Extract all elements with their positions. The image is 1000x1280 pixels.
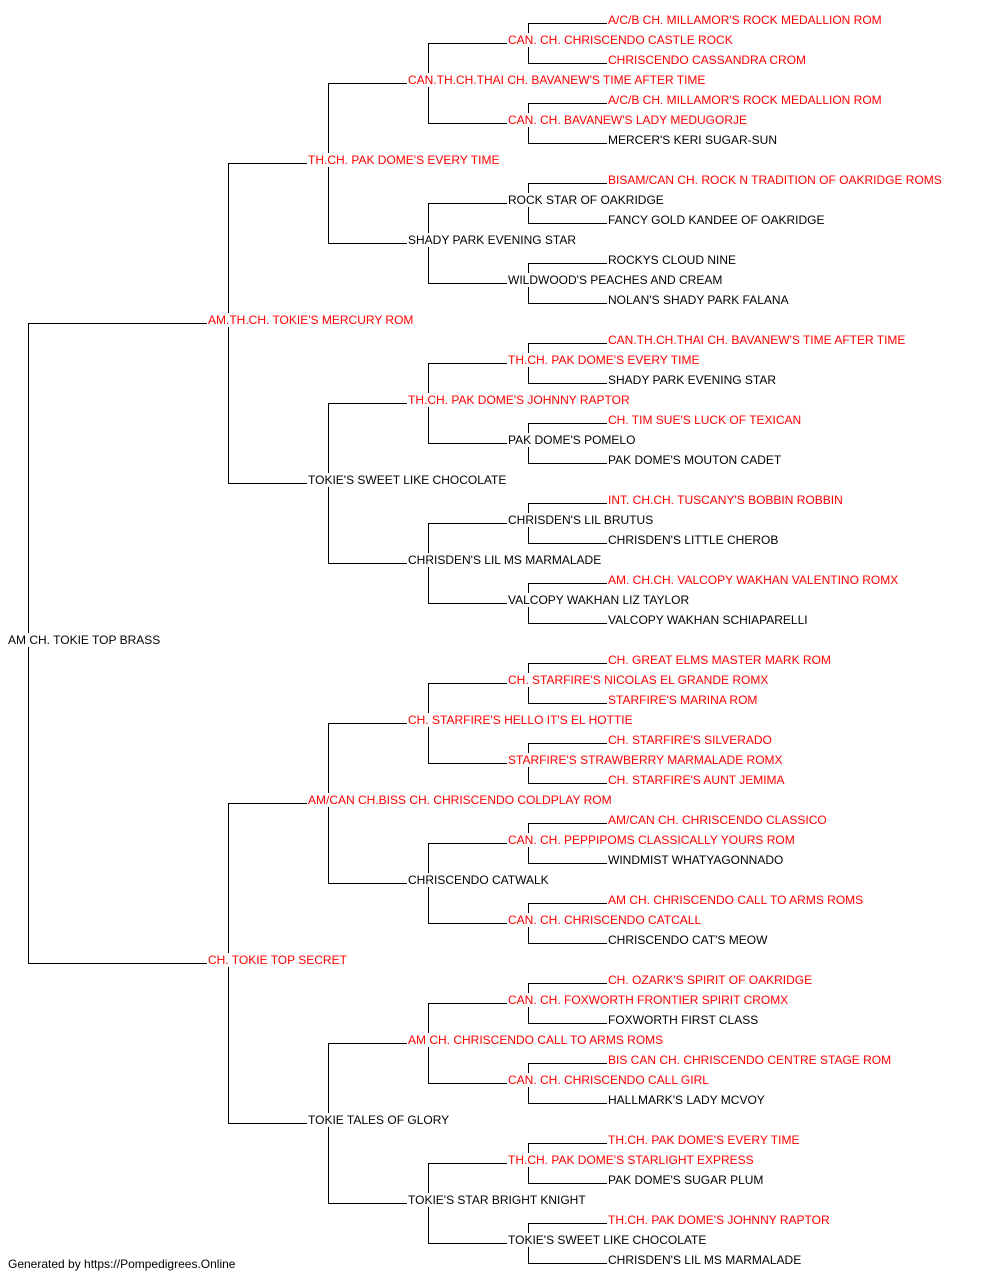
ancestor-name-gen5: BISAM/CAN CH. ROCK N TRADITION OF OAKRID… (607, 173, 943, 187)
ancestor-name-gen5: AM CH. CHRISCENDO CALL TO ARMS ROMS (607, 893, 865, 907)
ancestor-name-gen1: CH. TOKIE TOP SECRET (207, 953, 348, 967)
ancestor-name-gen5: A/C/B CH. MILLAMOR'S ROCK MEDALLION ROM (607, 93, 883, 107)
ancestor-name-gen4: CAN. CH. FOXWORTH FRONTIER SPIRIT CROMX (507, 993, 790, 1007)
ancestor-name-gen3: SHADY PARK EVENING STAR (407, 233, 578, 247)
ancestor-name-gen4: WILDWOOD'S PEACHES AND CREAM (507, 273, 724, 287)
ancestor-name-gen5: PAK DOME'S SUGAR PLUM (607, 1173, 765, 1187)
ancestor-name-gen4: CAN. CH. PEPPIPOMS CLASSICALLY YOURS ROM (507, 833, 796, 847)
ancestor-name-gen3: CHRISCENDO CATWALK (407, 873, 550, 887)
generated-by-footer: Generated by https://Pompedigrees.Online (8, 1257, 236, 1271)
ancestor-name-gen4: TH.CH. PAK DOME'S STARLIGHT EXPRESS (507, 1153, 755, 1167)
ancestor-name-gen5: TH.CH. PAK DOME'S EVERY TIME (607, 1133, 801, 1147)
ancestor-name-gen5: TH.CH. PAK DOME'S JOHNNY RAPTOR (607, 1213, 831, 1227)
subject-dog-name: AM CH. TOKIE TOP BRASS (7, 633, 162, 647)
ancestor-name-gen5: CHRISCENDO CASSANDRA CROM (607, 53, 808, 67)
ancestor-name-gen2: AM/CAN CH.BISS CH. CHRISCENDO COLDPLAY R… (307, 793, 613, 807)
ancestor-name-gen5: AM/CAN CH. CHRISCENDO CLASSICO (607, 813, 828, 827)
ancestor-name-gen5: CHRISDEN'S LITTLE CHEROB (607, 533, 780, 547)
ancestor-name-gen5: SHADY PARK EVENING STAR (607, 373, 778, 387)
ancestor-name-gen5: ROCKYS CLOUD NINE (607, 253, 738, 267)
ancestor-name-gen3: CHRISDEN'S LIL MS MARMALADE (407, 553, 603, 567)
ancestor-name-gen3: CAN.TH.CH.THAI CH. BAVANEW'S TIME AFTER … (407, 73, 707, 87)
ancestor-name-gen5: NOLAN'S SHADY PARK FALANA (607, 293, 790, 307)
ancestor-name-gen1: AM.TH.CH. TOKIE'S MERCURY ROM (207, 313, 415, 327)
ancestor-name-gen4: PAK DOME'S POMELO (507, 433, 637, 447)
ancestor-name-gen5: CH. GREAT ELMS MASTER MARK ROM (607, 653, 832, 667)
ancestor-name-gen4: VALCOPY WAKHAN LIZ TAYLOR (507, 593, 691, 607)
ancestor-name-gen4: CAN. CH. BAVANEW'S LADY MEDUGORJE (507, 113, 748, 127)
ancestor-name-gen4: STARFIRE'S STRAWBERRY MARMALADE ROMX (507, 753, 784, 767)
ancestor-name-gen5: HALLMARK'S LADY MCVOY (607, 1093, 766, 1107)
ancestor-name-gen5: CH. OZARK'S SPIRIT OF OAKRIDGE (607, 973, 814, 987)
ancestor-name-gen3: CH. STARFIRE'S HELLO IT'S EL HOTTIE (407, 713, 634, 727)
ancestor-name-gen5: VALCOPY WAKHAN SCHIAPARELLI (607, 613, 809, 627)
ancestor-name-gen4: CHRISDEN'S LIL BRUTUS (507, 513, 655, 527)
ancestor-name-gen5: STARFIRE'S MARINA ROM (607, 693, 759, 707)
ancestor-name-gen5: CAN.TH.CH.THAI CH. BAVANEW'S TIME AFTER … (607, 333, 907, 347)
ancestor-name-gen4: TH.CH. PAK DOME'S EVERY TIME (507, 353, 701, 367)
ancestor-name-gen3: TOKIE'S STAR BRIGHT KNIGHT (407, 1193, 587, 1207)
ancestor-name-gen5: MERCER'S KERI SUGAR-SUN (607, 133, 778, 147)
ancestor-name-gen5: A/C/B CH. MILLAMOR'S ROCK MEDALLION ROM (607, 13, 883, 27)
ancestor-name-gen4: CH. STARFIRE'S NICOLAS EL GRANDE ROMX (507, 673, 770, 687)
ancestor-name-gen4: CAN. CH. CHRISCENDO CALL GIRL (507, 1073, 710, 1087)
ancestor-name-gen5: FANCY GOLD KANDEE OF OAKRIDGE (607, 213, 826, 227)
ancestor-name-gen4: CAN. CH. CHRISCENDO CATCALL (507, 913, 703, 927)
ancestor-name-gen4: CAN. CH. CHRISCENDO CASTLE ROCK (507, 33, 734, 47)
ancestor-name-gen2: TH.CH. PAK DOME'S EVERY TIME (307, 153, 501, 167)
ancestor-name-gen3: AM CH. CHRISCENDO CALL TO ARMS ROMS (407, 1033, 665, 1047)
ancestor-name-gen5: WINDMIST WHATYAGONNADO (607, 853, 785, 867)
ancestor-name-gen5: CHRISCENDO CAT'S MEOW (607, 933, 769, 947)
ancestor-name-gen5: CH. STARFIRE'S AUNT JEMIMA (607, 773, 786, 787)
ancestor-name-gen2: TOKIE'S SWEET LIKE CHOCOLATE (307, 473, 508, 487)
ancestor-name-gen5: AM. CH.CH. VALCOPY WAKHAN VALENTINO ROMX (607, 573, 900, 587)
ancestor-name-gen5: FOXWORTH FIRST CLASS (607, 1013, 760, 1027)
ancestor-name-gen2: TOKIE TALES OF GLORY (307, 1113, 451, 1127)
ancestor-name-gen5: CH. STARFIRE'S SILVERADO (607, 733, 773, 747)
ancestor-name-gen3: TH.CH. PAK DOME'S JOHNNY RAPTOR (407, 393, 631, 407)
ancestor-name-gen4: ROCK STAR OF OAKRIDGE (507, 193, 665, 207)
ancestor-name-gen5: INT. CH.CH. TUSCANY'S BOBBIN ROBBIN (607, 493, 844, 507)
ancestor-name-gen5: CHRISDEN'S LIL MS MARMALADE (607, 1253, 803, 1267)
ancestor-name-gen5: PAK DOME'S MOUTON CADET (607, 453, 783, 467)
ancestor-name-gen5: CH. TIM SUE'S LUCK OF TEXICAN (607, 413, 803, 427)
ancestor-name-gen4: TOKIE'S SWEET LIKE CHOCOLATE (507, 1233, 708, 1247)
ancestor-name-gen5: BIS CAN CH. CHRISCENDO CENTRE STAGE ROM (607, 1053, 893, 1067)
